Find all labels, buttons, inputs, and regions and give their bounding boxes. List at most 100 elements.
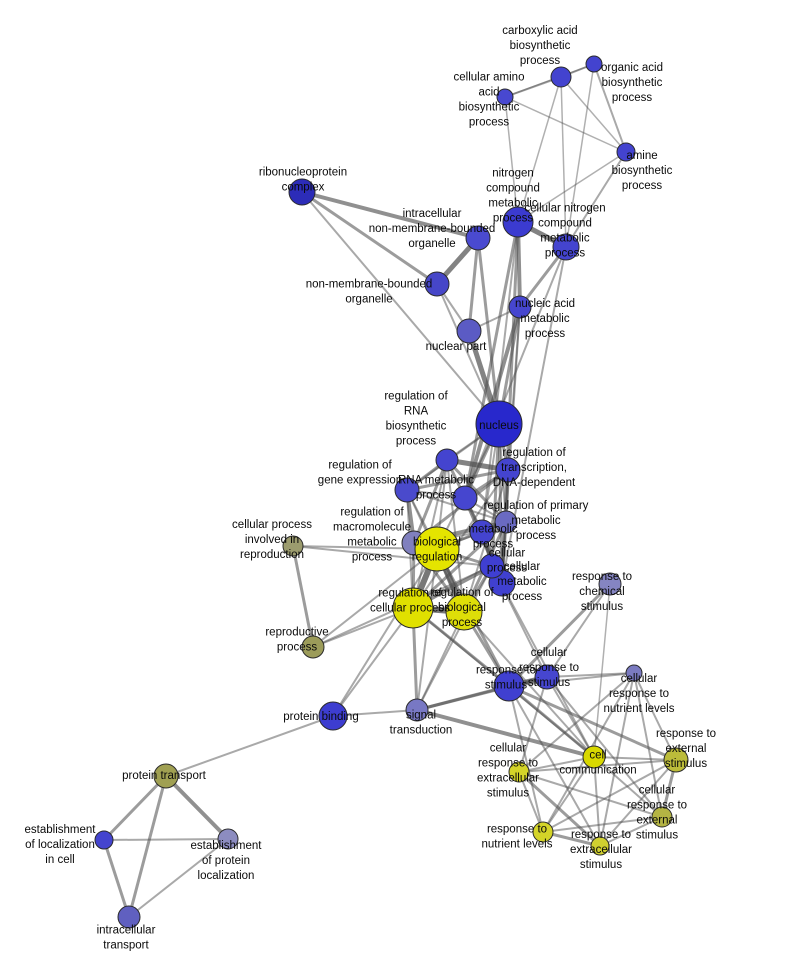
- edge-cell_comm--resp_extracellular: [593, 756, 601, 847]
- node-est_prot_loc[interactable]: establishment of protein localization: [217, 828, 239, 850]
- edge-cellular_resp_stim--signal_transduction: [415, 675, 549, 712]
- node-resp_nutrient_levels[interactable]: response to nutrient levels: [532, 821, 554, 843]
- node-biological_regulation[interactable]: biological regulation: [414, 526, 460, 572]
- node-intracell_nmb[interactable]: intracellular non-membrane-bounded organ…: [465, 225, 491, 251]
- node-organic[interactable]: organic acid biosynthetic process: [585, 55, 603, 73]
- edge-reg_transcription--reg_gene: [405, 468, 510, 492]
- node-nmb[interactable]: non-membrane-bounded organelle: [424, 271, 450, 297]
- edge-carbox--nitrogen: [517, 76, 562, 223]
- edge-reg_RNA--reg_macromol: [412, 458, 449, 545]
- edge-reg_biological--cell_comm: [463, 611, 595, 758]
- edge-response_stimulus--resp_chemical: [507, 582, 612, 688]
- edge-cell_resp_nutrient--resp_extracellular: [599, 672, 635, 847]
- node-protein_transport[interactable]: protein transport: [153, 763, 179, 789]
- edge-cellular_resp_stim--cell_resp_external: [546, 676, 663, 818]
- edge-response_stimulus--resp_nutrient_levels: [508, 685, 544, 833]
- node-cell_proc_repro[interactable]: cellular process involved in reproductio…: [282, 535, 304, 557]
- edge-response_stimulus--cell_resp_nutrient: [508, 672, 635, 687]
- edge-cellular_resp_stim--resp_chemical: [546, 583, 611, 678]
- node-nucleic[interactable]: nucleic acid metabolic process: [508, 295, 532, 319]
- edge-cell_resp_nutrient--resp_external: [633, 672, 677, 761]
- node-cell_comm[interactable]: cell communication: [582, 745, 606, 769]
- edge-cellular_process--signal_transduction: [416, 565, 493, 711]
- edge-est_loc_cell--est_prot_loc: [103, 838, 229, 841]
- edge-organic--cellnitrogen: [565, 63, 595, 248]
- edge-cell_resp_extracell--resp_extracellular: [517, 770, 602, 848]
- node-resp_external[interactable]: response to external stimulus: [663, 747, 689, 773]
- node-nucleus[interactable]: nucleus: [475, 400, 523, 448]
- edge-resp_external--cell_comm: [593, 756, 677, 761]
- node-est_loc_cell[interactable]: establishment of localization in cell: [94, 830, 114, 850]
- edge-resp_external--resp_nutrient_levels: [542, 759, 677, 833]
- node-resp_extracellular[interactable]: response to extracellular stimulus: [590, 836, 610, 856]
- edge-cell_proc_repro--reproductive: [291, 544, 315, 649]
- edge-biological_regulation--signal_transduction: [416, 548, 438, 711]
- edge-ribo--intracell_nmb: [300, 190, 480, 240]
- edge-cell_resp_extracell--resp_nutrient_levels: [518, 771, 544, 833]
- edge-reg_RNA--reg_biological: [446, 459, 465, 613]
- edge-response_stimulus--cell_comm: [507, 684, 596, 759]
- edge-ribo--nmb: [300, 190, 439, 286]
- node-metabolic[interactable]: metabolic process: [469, 519, 495, 545]
- edge-cellular_process--cell_proc_repro: [292, 545, 493, 567]
- node-reg_cellular[interactable]: regulation of cellular process: [392, 587, 434, 629]
- edge-cell_comm--cell_resp_extracell: [518, 756, 595, 773]
- node-cell_resp_extracell[interactable]: cellular response to extracellular stimu…: [508, 761, 530, 783]
- node-RNA_metabolic[interactable]: RNA metabolic process: [452, 485, 478, 511]
- edge-nucleus--cellular_process: [490, 422, 501, 568]
- edge-est_loc_cell--intracell_transport: [102, 838, 131, 919]
- edge-cell_resp_extracell--cell_resp_external: [518, 771, 663, 818]
- edge-amine--cellnitrogen: [565, 151, 627, 248]
- edge-cell_comm--resp_nutrient_levels: [542, 756, 595, 833]
- node-cellamino[interactable]: cellular amino acid biosynthetic process: [496, 88, 514, 106]
- node-reg_primary[interactable]: regulation of primary metabolic process: [494, 510, 518, 534]
- node-cellnitrogen[interactable]: cellular nitrogen compound metabolic pro…: [552, 233, 580, 261]
- node-cell_resp_external[interactable]: cellular response to external stimulus: [651, 806, 673, 828]
- node-resp_chemical[interactable]: response to chemical stimulus: [598, 572, 622, 596]
- edge-cell_resp_nutrient--cell_resp_external: [633, 672, 663, 818]
- node-reg_gene[interactable]: regulation of gene expression: [394, 477, 420, 503]
- node-intracell_transport[interactable]: intracellular transport: [117, 905, 141, 929]
- edge-cellamino--nitrogen: [504, 96, 519, 223]
- edge-cell_comm--signal_transduction: [415, 708, 596, 759]
- node-signal_transduction[interactable]: signal transduction: [405, 698, 429, 722]
- edge-est_prot_loc--intracell_transport: [128, 838, 229, 918]
- node-reproductive[interactable]: reproductive process: [301, 635, 325, 659]
- edge-reg_cellular--protein_binding: [332, 607, 414, 717]
- node-protein_binding[interactable]: protein binding: [318, 701, 348, 731]
- node-cell_resp_nutrient[interactable]: cellular response to nutrient levels: [625, 664, 643, 682]
- edge-protein_transport--est_loc_cell: [102, 774, 168, 842]
- node-response_stimulus[interactable]: response to stimulus: [493, 670, 525, 702]
- edge-intracell_nmb--nuclear_part: [467, 236, 480, 333]
- edge-response_stimulus--resp_extracellular: [508, 685, 601, 847]
- edge-carbox--amine: [560, 76, 627, 153]
- edge-response_stimulus--resp_external: [507, 684, 678, 762]
- edge-resp_extracellular--cell_resp_external: [599, 816, 663, 847]
- node-reg_transcription[interactable]: regulation of transcription, DNA-depende…: [495, 457, 521, 483]
- node-nitrogen[interactable]: nitrogen compound metabolic process: [502, 206, 534, 238]
- node-reg_RNA[interactable]: regulation of RNA biosynthetic process: [435, 448, 459, 472]
- edge-resp_external--resp_extracellular: [599, 759, 677, 847]
- edge-cellular_resp_stim--cell_resp_nutrient: [546, 672, 635, 678]
- edge-cellular_resp_stim--cell_resp_extracell: [518, 676, 548, 773]
- node-amine[interactable]: amine biosynthetic process: [616, 142, 636, 162]
- node-ribo[interactable]: ribonucleoprotein complex: [288, 178, 316, 206]
- edge-protein_binding--protein_transport: [165, 715, 334, 777]
- node-nuclear_part[interactable]: nuclear part: [456, 318, 482, 344]
- node-cellular_process[interactable]: cellular process: [479, 553, 505, 579]
- node-cellular_resp_stim[interactable]: cellular response to stimulus: [534, 664, 560, 690]
- node-carbox[interactable]: carboxylic acid biosynthetic process: [550, 66, 572, 88]
- node-reg_biological[interactable]: regulation of biological process: [445, 593, 483, 631]
- edge-organic--cellamino: [504, 63, 595, 98]
